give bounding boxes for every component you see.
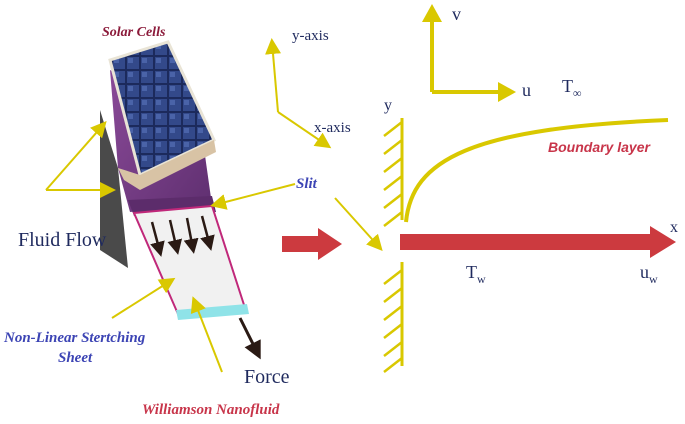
velocity-axes bbox=[422, 4, 516, 102]
u-w-base: u bbox=[640, 262, 649, 282]
u-w-sub: w bbox=[649, 272, 658, 286]
t-w-base: T bbox=[466, 262, 477, 282]
label-t-infinity: T∞ bbox=[562, 76, 582, 100]
force-arrow bbox=[238, 317, 261, 360]
sheet-velocity-arrow bbox=[400, 226, 676, 258]
label-non-linear-line1: Non-Linear Stertching bbox=[3, 330, 146, 346]
boundary-layer-curve bbox=[404, 118, 669, 223]
wall bbox=[383, 118, 404, 373]
stretching-sheet bbox=[132, 204, 247, 316]
pointer-lines bbox=[45, 120, 383, 373]
t-inf-base: T bbox=[562, 76, 573, 96]
label-t-w: Tw bbox=[466, 262, 486, 286]
label-fluid-flow: Fluid Flow bbox=[18, 229, 107, 251]
label-u: u bbox=[522, 80, 531, 100]
label-slit: Slit bbox=[296, 176, 318, 192]
label-boundary-layer: Boundary layer bbox=[548, 139, 651, 155]
t-inf-sub: ∞ bbox=[573, 86, 582, 100]
axis-indicator bbox=[265, 38, 332, 149]
label-solar-cells: Solar Cells bbox=[102, 25, 166, 40]
label-force: Force bbox=[244, 366, 290, 388]
label-x-axis: x-axis bbox=[314, 120, 351, 136]
label-williamson-nanofluid: Williamson Nanofluid bbox=[142, 402, 280, 418]
label-x: x bbox=[670, 219, 678, 236]
inflow-arrow bbox=[282, 228, 342, 260]
label-u-w: uw bbox=[640, 262, 658, 286]
t-w-sub: w bbox=[477, 272, 486, 286]
label-non-linear-line2: Sheet bbox=[58, 350, 93, 366]
device-trim bbox=[118, 140, 216, 190]
label-v: v bbox=[452, 4, 461, 24]
label-y-axis: y-axis bbox=[292, 28, 329, 44]
sheet-edge bbox=[176, 304, 249, 320]
sheet-flow-arrows bbox=[150, 215, 215, 257]
solar-device bbox=[100, 40, 261, 360]
label-y: y bbox=[384, 97, 392, 114]
